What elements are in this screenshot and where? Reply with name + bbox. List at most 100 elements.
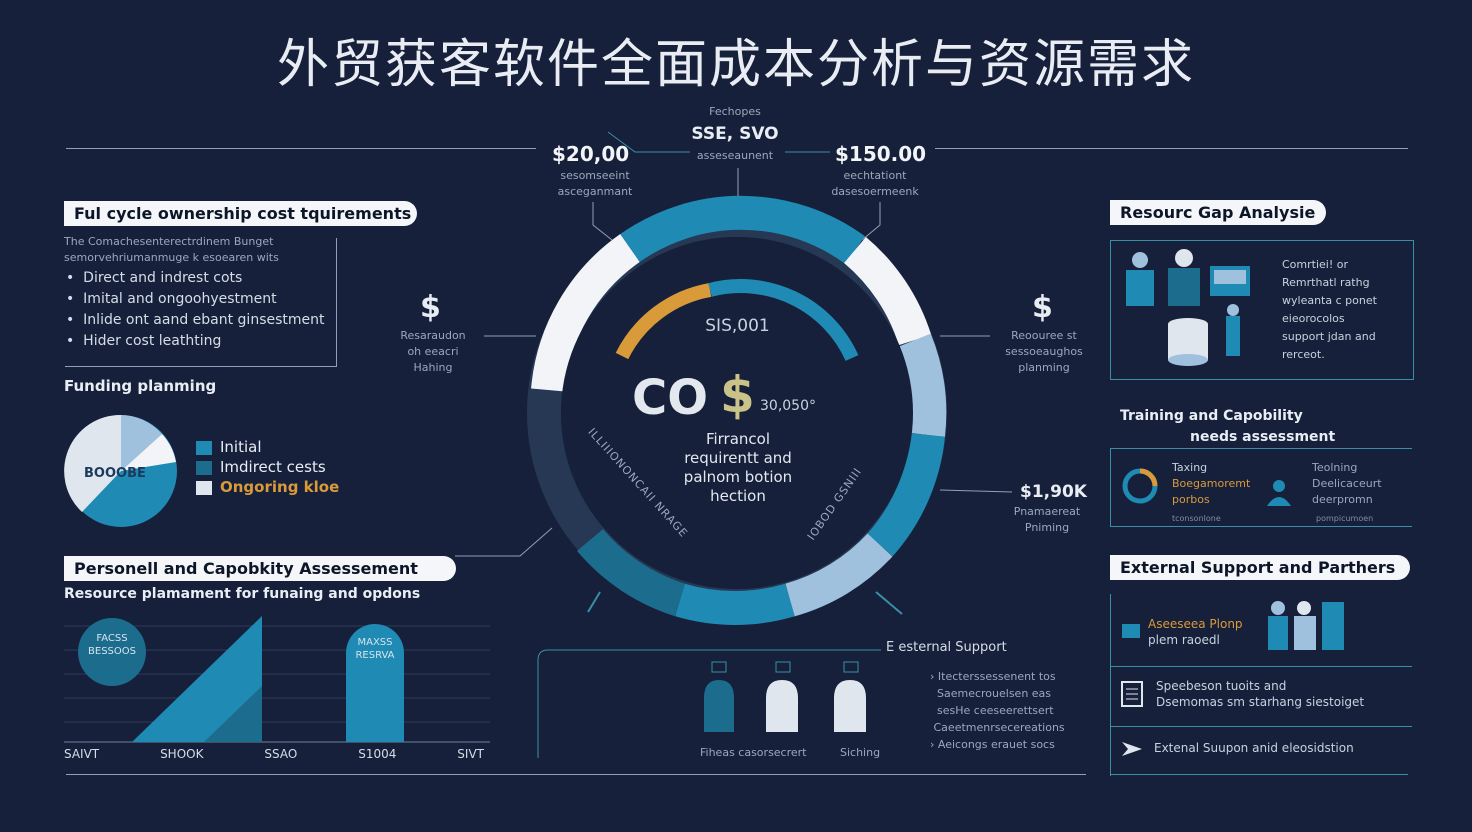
left-dollar-icon: $ xyxy=(420,290,441,325)
training-left-text: Taxing Boegamoremt porbos xyxy=(1172,460,1250,508)
top-center-caption: Fechopes xyxy=(709,105,761,118)
circle1-line: FACSS xyxy=(96,633,128,644)
x-tick-label: SAIVT xyxy=(64,747,100,761)
center-desc-line: Firrancol xyxy=(705,430,771,448)
gap-line: wyleanta c ponet xyxy=(1282,294,1377,307)
list-item: • Hider cost leathting xyxy=(66,333,222,349)
personnel-subheading: Resource plamament for funaing and opdon… xyxy=(64,586,421,602)
center-desc-line: requirentt and xyxy=(684,449,792,467)
ext-item2-line: Dsemomas sm starhang siestoiget xyxy=(1156,695,1365,709)
training-heading: Training and Capobility needs assessment xyxy=(1120,406,1335,448)
arrow-icon xyxy=(1122,742,1142,756)
side-left-text: Resaraudon oh eeacri Hahing xyxy=(386,328,480,376)
gap-line: support jdan and xyxy=(1282,330,1376,343)
legend-item: Initial xyxy=(196,437,339,457)
training-heading-line: needs assessment xyxy=(1190,429,1336,445)
legend-item: Imdirect cests xyxy=(196,457,339,477)
training-right-line: Teolning xyxy=(1312,461,1358,474)
partners-illustration-icon xyxy=(1268,601,1344,650)
external-item3-text: Extenal Suupon anid eleosidstion xyxy=(1154,741,1354,755)
circle2-label: MAXSS RESRVA xyxy=(346,636,404,662)
external-support-label: E esternal Support xyxy=(886,640,1007,655)
training-right-line: deerpromn xyxy=(1312,493,1373,506)
ownership-intro: The Comachesenterectrdinem Bunget semorv… xyxy=(64,234,334,266)
gauge-value: SIS,001 xyxy=(705,316,770,336)
divider-right xyxy=(935,148,1408,149)
top-left-value: $20,00 xyxy=(552,142,630,166)
top-right-sub-1: eechtationt xyxy=(843,169,907,182)
center-desc-line: hection xyxy=(710,487,766,505)
center-description: Firrancol requirentt and palnom botion h… xyxy=(650,430,826,506)
bottom-right-value: $1,90K xyxy=(1020,482,1087,502)
training-left-line: porbos xyxy=(1172,493,1210,506)
training-right-line: Deelicaceurt xyxy=(1312,477,1382,490)
side-right-line: Reoouree st xyxy=(1011,329,1077,342)
top-right-sub-2: dasesoermeenk xyxy=(831,185,919,198)
circle1-label: FACSS BESSOOS xyxy=(78,632,146,658)
training-gauge-icon xyxy=(1122,468,1158,504)
ownership-bullets: • Direct and indrest cots • Imital and o… xyxy=(66,268,336,352)
x-tick-label: SIVT xyxy=(457,747,484,761)
training-rule-top xyxy=(1110,448,1412,449)
left-panel-rule-bottom xyxy=(65,366,337,367)
personnel-chart xyxy=(64,616,490,743)
training-left-line: Taxing xyxy=(1172,461,1208,474)
personnel-x-labels: SAIVT SHOOK SSAO S1004 SIVT xyxy=(64,745,484,763)
resource-gap-text: Comrtiei! or Remrthatl rathg wyleanta c … xyxy=(1282,256,1408,364)
intro-line: semorvehriumanmuge k esoearen wits xyxy=(64,251,279,264)
external-support-heading: External Support and Parthers xyxy=(1110,555,1410,580)
circle1-line: BESSOOS xyxy=(88,646,136,657)
funding-legend: Initial Imdirect cests Ongoring kloe xyxy=(196,437,339,497)
side-left-line: Resaraudon xyxy=(400,329,466,342)
x-tick-label: SSAO xyxy=(264,747,298,761)
bottom-right-line: Pniming xyxy=(1024,521,1070,534)
side-right-text: Reoouree st sessoeaughos planming xyxy=(994,328,1094,376)
right-dollar-icon: $ xyxy=(1032,290,1053,325)
external-item1-text: Aseeseea Plonp plem raoedl xyxy=(1148,616,1243,648)
left-panel-rule xyxy=(336,238,337,366)
top-left-sub-2: asceganmant xyxy=(557,185,633,198)
bottom-right-text: Pnamaereat Pniming xyxy=(1008,504,1086,536)
top-right-value: $150.00 xyxy=(835,142,927,166)
legend-item: Ongoring kloe xyxy=(196,477,339,497)
bottom-center-frame xyxy=(537,649,881,758)
training-right-text: Teolning Deelicaceurt deerpromn xyxy=(1312,460,1382,508)
x-tick-label: SHOOK xyxy=(160,747,204,761)
list-item: • Inlide ont aand ebant ginsestment xyxy=(66,312,325,328)
gap-line: rerceot. xyxy=(1282,348,1325,361)
gap-line: Remrthatl rathg xyxy=(1282,276,1370,289)
dollar-sign-icon: $ xyxy=(720,366,755,424)
gap-line: eieorocolos xyxy=(1282,312,1345,325)
person-icon xyxy=(1267,480,1291,506)
funding-pie-chart xyxy=(64,414,177,527)
legend-swatch xyxy=(196,460,212,475)
pie-label: BOOOBE xyxy=(84,466,146,481)
side-right-line: sessoeaughos xyxy=(1005,345,1083,358)
personnel-heading: Personell and Capobkity Assessement xyxy=(64,556,456,581)
training-left-line: Boegamoremt xyxy=(1172,477,1251,490)
legend-swatch xyxy=(196,480,212,495)
external-rule-left xyxy=(1110,594,1111,776)
note-line: Caeetmenrsecereations xyxy=(933,721,1065,734)
note-line: Saemecrouelsen eas xyxy=(937,687,1052,700)
co-text: CO xyxy=(632,370,709,426)
team-illustration-icon xyxy=(1126,249,1250,366)
resource-gap-box xyxy=(1110,240,1414,380)
page-title: 外贸获客软件全面成本分析与资源需求 xyxy=(276,35,1195,95)
divider-bottom xyxy=(66,774,1086,775)
x-tick-label: S1004 xyxy=(358,747,397,761)
training-heading-line: Training and Capobility xyxy=(1120,408,1303,424)
divider-left xyxy=(66,148,536,149)
top-center-sub: asseseaunent xyxy=(696,149,774,162)
circle2-line: MAXSS xyxy=(357,637,393,648)
list-item: • Imital and ongoohyestment xyxy=(66,291,277,307)
side-left-line: oh eeacri xyxy=(407,345,459,358)
bottom-center-notes: › Itecterssessenent tos Saemecrouelsen e… xyxy=(930,668,1065,753)
external-rule-3 xyxy=(1110,774,1408,775)
legend-swatch xyxy=(196,440,212,455)
training-tiny-left: tconsonlone xyxy=(1172,514,1221,523)
ext-item1-line: plem raoedl xyxy=(1148,633,1220,647)
ext-item1-line: Aseeseea Plonp xyxy=(1148,617,1243,631)
training-tiny-right: pompicumoen xyxy=(1316,514,1374,523)
